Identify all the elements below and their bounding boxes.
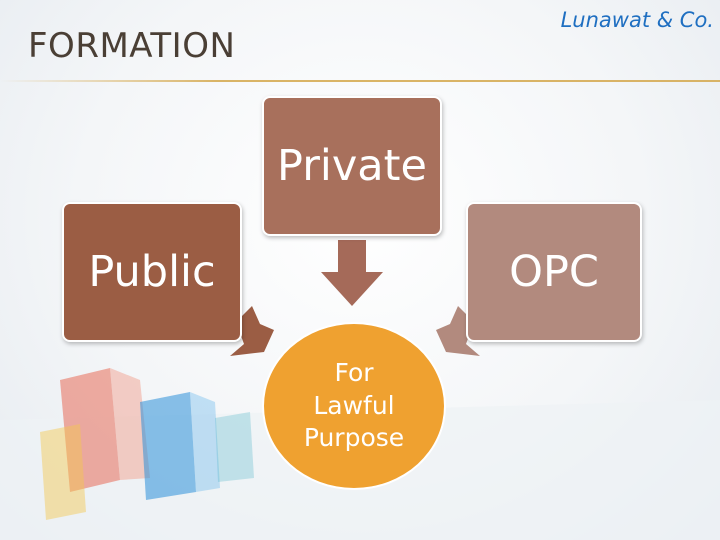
title-divider bbox=[0, 80, 720, 82]
opc-box: OPC bbox=[466, 202, 642, 342]
center-line-1: For bbox=[334, 358, 374, 388]
private-box: Private bbox=[262, 96, 442, 236]
down-arrow-icon bbox=[321, 240, 383, 306]
center-line-3: Purpose bbox=[303, 423, 405, 453]
lawful-purpose-circle: For Lawful Purpose bbox=[262, 322, 446, 490]
public-box: Public bbox=[62, 202, 242, 342]
center-line-2: Lawful bbox=[313, 390, 395, 420]
page-title: FORMATION bbox=[28, 26, 236, 66]
brand-logo-text: Lunawat & Co. bbox=[560, 8, 714, 32]
